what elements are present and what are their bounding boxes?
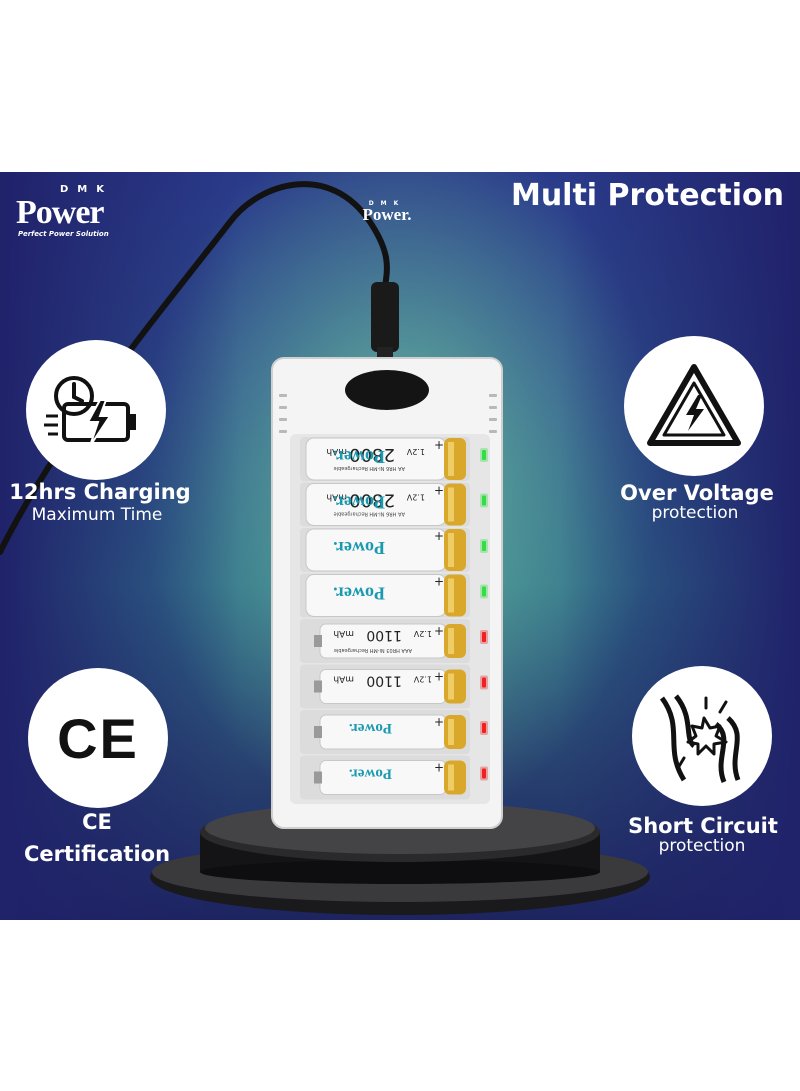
battery-brand: Power. [333,447,385,467]
battery: 1100 mAh 1.2V+ [300,664,488,709]
battery-terminal [444,529,466,571]
charging-indicator-led [482,768,486,779]
feature-title-ce: CE [82,810,112,834]
feature-badge-ce: CE [28,668,168,808]
battery-unit: mAh [326,446,347,456]
battery-polarity: + [434,438,444,452]
battery-unit: mAh [326,492,347,502]
charger-logo-plate [345,370,429,410]
battery-spec: AAA HR03 Ni-MH Rechargeable [334,647,412,653]
battery-voltage: 1.2V [413,629,432,638]
battery-brand: Power. [349,766,392,782]
feature-badge-short-circuit [632,666,772,806]
battery-polarity: + [434,715,444,729]
battery-polarity: + [434,624,444,638]
battery-spec: AA HR6 Ni-MH Rechargeable [334,511,405,517]
battery-unit: mAh [333,628,354,638]
charging-indicator-led [482,541,486,551]
battery-polarity: + [434,529,444,543]
battery-polarity: + [434,575,444,589]
battery-terminal [444,483,466,526]
charger-logo-letters: DMK [368,200,406,207]
battery-terminal [444,715,466,749]
battery: Power. + [300,528,488,572]
feature-title-charging: 12hrs Charging [9,480,191,504]
battery-polarity: + [434,761,444,775]
battery-unit: mAh [333,674,354,684]
battery-terminal [444,624,466,658]
ce-mark-icon: CE [57,706,139,770]
page-title: Multi Protection [510,178,784,213]
battery-capacity: 2800 [349,490,395,511]
charging-indicator-led [482,495,486,506]
charging-indicator-led [482,677,486,688]
high-voltage-warning-icon [647,364,741,446]
feature-title-over-voltage: Over Voltage [620,481,774,505]
feature-badge-charging [26,340,166,480]
battery-voltage: 1.2V [413,675,432,684]
feature-subtitle-short-circuit: protection [658,836,746,856]
short-circuit-icon [659,694,741,783]
battery-spec: AA HR6 Ni-MH Rechargeable [334,465,405,471]
battery: 1100 mAh 1.2V AAA HR03 Ni-MH Rechargeable + [300,619,488,663]
battery-terminal [444,760,466,795]
battery-polarity: + [434,484,444,498]
feature-title-short-circuit: Short Circuit [628,814,778,838]
battery-terminal [444,438,466,480]
brand-name: Power [16,194,105,231]
battery: Power. + [300,755,488,800]
battery-terminal [444,574,466,617]
feature-subtitle-over-voltage: protection [651,503,739,523]
brand-tagline: Perfect Power Solution [18,230,109,238]
charging-indicator-led [482,632,486,642]
charging-indicator-led [482,723,486,733]
clock-battery-icon [44,376,136,447]
battery-capacity: 1100 [366,627,402,643]
battery-brand: Power. [333,584,385,604]
feature-subtitle-charging: Maximum Time [31,505,163,525]
feature-badge-over-voltage [624,336,764,476]
battery-brand: Power. [333,493,385,513]
battery: Power. + [300,573,488,618]
battery-voltage: 1.2V [406,493,425,502]
battery-brand: Power. [333,538,385,558]
battery-capacity: 1100 [366,673,402,689]
charger-logo: DMK Power. [345,200,429,223]
brand-letters: DMK [60,184,114,195]
charging-indicator-led [482,450,486,460]
usb-plug [371,282,399,352]
battery-brand: Power. [349,720,392,736]
feature-subtitle-ce: Certification [23,842,171,866]
battery: Power. + [300,710,488,754]
battery-capacity: 2800 [349,444,395,465]
battery-terminal [444,669,466,704]
charger-logo-name: Power. [362,205,412,224]
battery-polarity: + [434,670,444,684]
battery-voltage: 1.2V [406,447,425,456]
charging-indicator-led [482,586,486,597]
